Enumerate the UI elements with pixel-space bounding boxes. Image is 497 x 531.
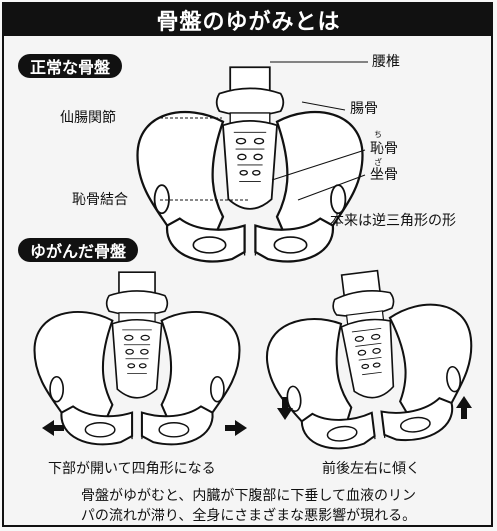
arrow-left-icon <box>42 420 64 436</box>
arrow-right-icon <box>225 420 247 436</box>
label-lumbar: 腰椎 <box>372 55 400 69</box>
label-pubis: 恥骨 <box>370 142 398 156</box>
normal-shape-note: 本来は逆三角形の形 <box>330 214 456 228</box>
label-ilium: 腸骨 <box>350 102 378 116</box>
distorted-left-caption: 下部が開いて四角形になる <box>48 458 216 478</box>
ruby-ischium: ざ <box>374 159 382 167</box>
distorted-right-caption: 前後左右に傾く <box>322 458 420 478</box>
normal-pelvis-drawing <box>138 67 363 261</box>
arrow-up-icon <box>456 396 472 419</box>
normal-pelvis-heading: 正常な骨盤 <box>18 54 122 78</box>
label-ischium: 坐骨 <box>370 168 398 182</box>
label-symphysis: 恥骨結合 <box>72 193 128 207</box>
ruby-pubis: ち <box>374 131 382 139</box>
distorted-left-pelvis-drawing <box>35 272 240 444</box>
distorted-pelvis-heading: ゆがんだ骨盤 <box>18 238 138 262</box>
summary-line-2: パの流れが滞り、全身にさまざまな悪影響が現れる。 <box>0 505 497 525</box>
label-sacroiliac: 仙腸関節 <box>60 111 116 125</box>
summary-line-1: 骨盤がゆがむと、内臓が下腹部に下垂して血液のリン <box>0 485 497 505</box>
distorted-right-pelvis-drawing <box>258 260 482 456</box>
